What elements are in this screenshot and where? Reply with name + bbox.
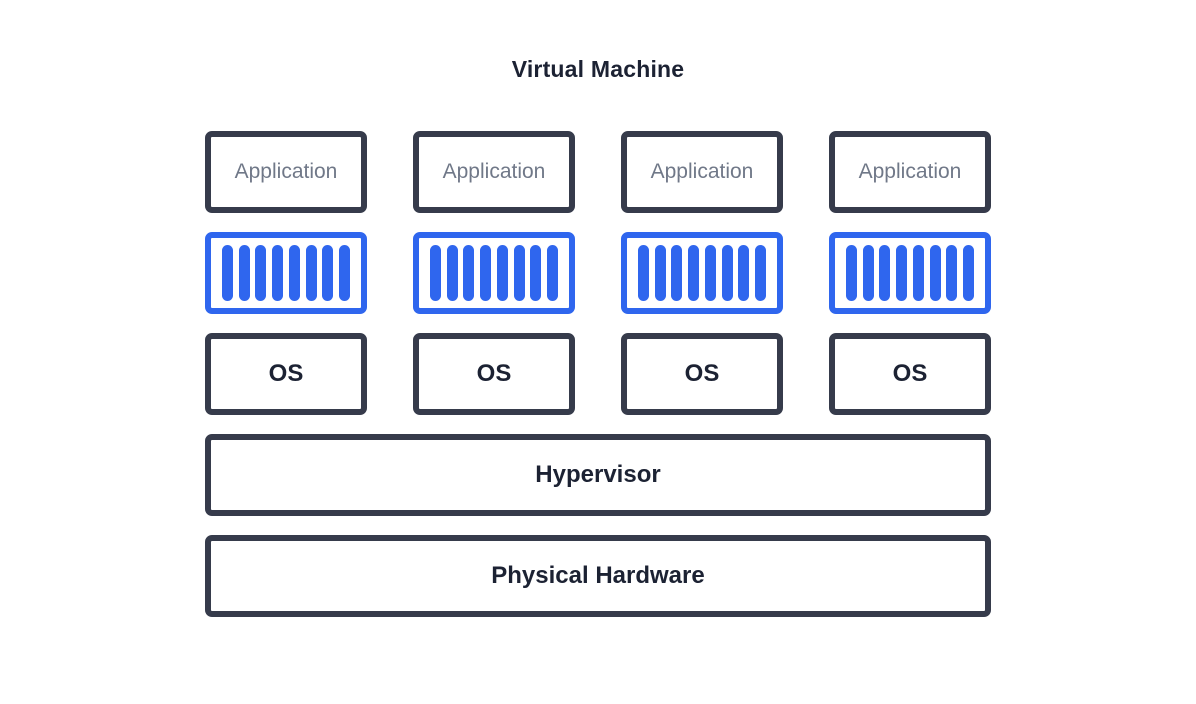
os-box-3: OS bbox=[621, 333, 783, 415]
bin-bar bbox=[754, 245, 766, 301]
bins-libs-block-2 bbox=[413, 232, 575, 314]
bins-libs-block-4 bbox=[829, 232, 991, 314]
bin-bar bbox=[288, 245, 300, 301]
bin-bar bbox=[879, 245, 891, 301]
physical-hardware-layer: Physical Hardware bbox=[205, 535, 991, 617]
os-box-1: OS bbox=[205, 333, 367, 415]
bin-bar bbox=[638, 245, 649, 301]
bin-bar bbox=[305, 245, 317, 301]
bin-bar bbox=[338, 245, 350, 301]
bin-bar bbox=[238, 245, 250, 301]
bin-bar bbox=[688, 245, 700, 301]
bin-bar bbox=[721, 245, 733, 301]
bin-bar bbox=[671, 245, 683, 301]
bin-bar bbox=[480, 245, 492, 301]
os-box-4: OS bbox=[829, 333, 991, 415]
bin-bar bbox=[912, 245, 924, 301]
bin-bar bbox=[513, 245, 525, 301]
bin-bar bbox=[430, 245, 441, 301]
os-box-2: OS bbox=[413, 333, 575, 415]
application-box-4: Application bbox=[829, 131, 991, 213]
bin-bar bbox=[446, 245, 458, 301]
application-box-2: Application bbox=[413, 131, 575, 213]
bin-bar bbox=[496, 245, 508, 301]
bin-bar bbox=[463, 245, 475, 301]
bin-bar bbox=[530, 245, 542, 301]
application-box-3: Application bbox=[621, 131, 783, 213]
bin-bar bbox=[255, 245, 267, 301]
bin-bar bbox=[546, 245, 558, 301]
bin-bar bbox=[846, 245, 857, 301]
bin-bar bbox=[738, 245, 750, 301]
diagram-title: Virtual Machine bbox=[511, 56, 685, 82]
application-box-1: Application bbox=[205, 131, 367, 213]
bin-bar bbox=[654, 245, 666, 301]
bin-bar bbox=[929, 245, 941, 301]
bin-bar bbox=[946, 245, 958, 301]
bin-bar bbox=[862, 245, 874, 301]
bin-bar bbox=[962, 245, 974, 301]
hypervisor-layer: Hypervisor bbox=[205, 434, 991, 516]
bin-bar bbox=[704, 245, 716, 301]
bin-bar bbox=[272, 245, 284, 301]
bin-bar bbox=[896, 245, 908, 301]
bins-libs-block-3 bbox=[621, 232, 783, 314]
bin-bar bbox=[222, 245, 233, 301]
bins-libs-block-1 bbox=[205, 232, 367, 314]
bin-bar bbox=[322, 245, 334, 301]
